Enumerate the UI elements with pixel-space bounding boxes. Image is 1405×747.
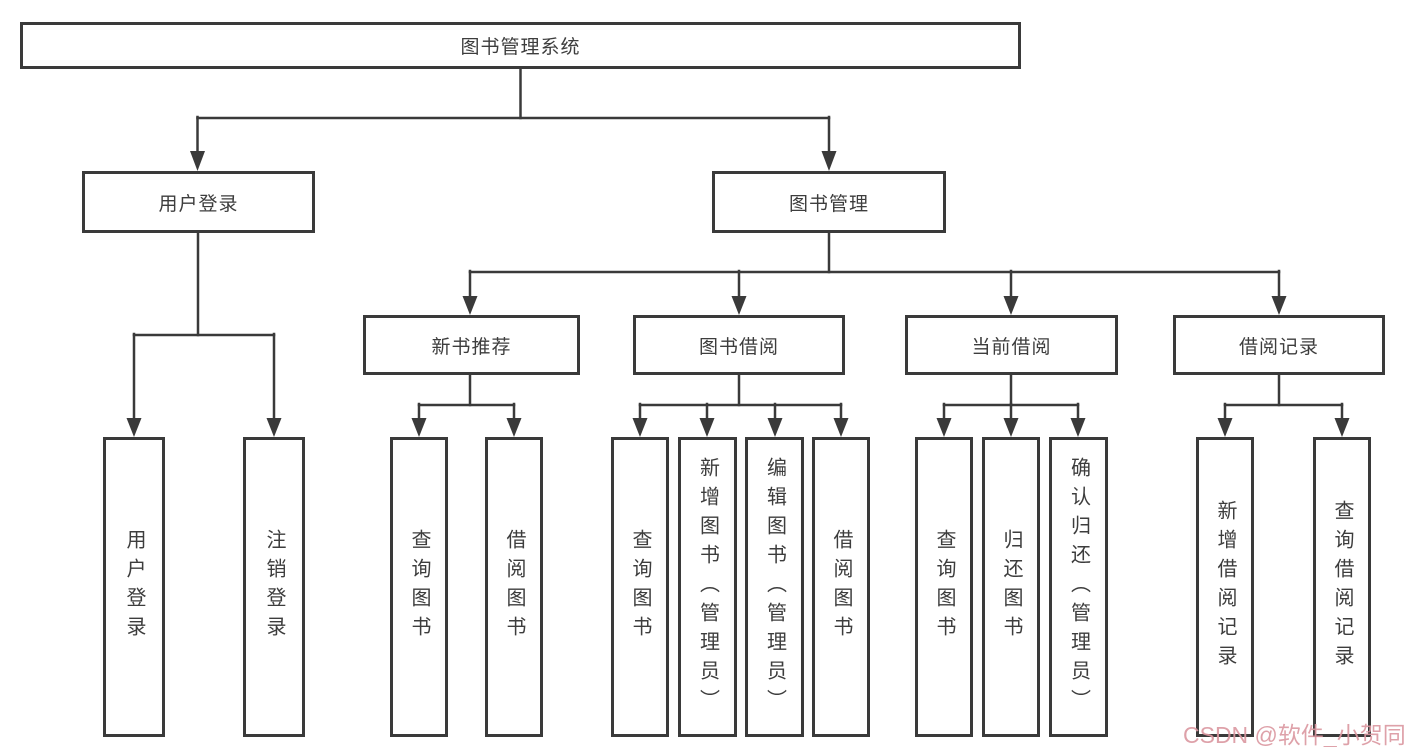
leaf-borrow-books-recommend: 借阅图书 (485, 437, 543, 737)
leaf-logout: 注销登录 (243, 437, 305, 737)
node-label: 查询借阅记录 (1331, 500, 1353, 674)
leaf-return-book: 归还图书 (982, 437, 1040, 737)
node-new-book-recommend: 新书推荐 (363, 315, 580, 375)
node-label: 借阅图书 (830, 529, 852, 645)
leaf-borrow-books-borrow: 借阅图书 (812, 437, 870, 737)
node-label: 新增借阅记录 (1214, 500, 1236, 674)
node-label: 用户登录 (123, 529, 145, 645)
node-book-borrow: 图书借阅 (633, 315, 845, 375)
node-label: 注销登录 (263, 529, 285, 645)
node-label: 借阅图书 (503, 529, 525, 645)
node-label: 查询图书 (408, 529, 430, 645)
node-label: 图书借阅 (698, 336, 779, 358)
node-user-login: 用户登录 (82, 171, 315, 233)
csdn-watermark: CSDN @软件_小贺同学 (1183, 722, 1405, 747)
node-label: 借阅记录 (1238, 336, 1319, 358)
node-label: 归还图书 (1000, 529, 1022, 645)
leaf-add-book-admin: 新增图书（管理员） (678, 437, 737, 737)
leaf-query-books-borrow: 查询图书 (611, 437, 669, 737)
node-label: 图书管理系统 (460, 37, 581, 58)
node-label: 查询图书 (933, 529, 955, 645)
node-borrow-records: 借阅记录 (1173, 315, 1385, 375)
leaf-query-books-recommend: 查询图书 (390, 437, 448, 737)
leaf-edit-book-admin: 编辑图书（管理员） (745, 437, 804, 737)
node-book-management: 图书管理 (712, 171, 946, 233)
leaf-user-login: 用户登录 (103, 437, 165, 737)
leaf-query-borrow-record: 查询借阅记录 (1313, 437, 1371, 737)
node-label: 当前借阅 (971, 336, 1052, 358)
node-label: 编辑图书（管理员） (763, 456, 786, 718)
node-label: 新书推荐 (431, 336, 512, 358)
leaf-confirm-return-admin: 确认归还（管理员） (1049, 437, 1108, 737)
node-label: 确认归还（管理员） (1067, 456, 1090, 718)
node-current-borrow: 当前借阅 (905, 315, 1118, 375)
leaf-query-books-current: 查询图书 (915, 437, 973, 737)
leaf-add-borrow-record: 新增借阅记录 (1196, 437, 1254, 737)
node-label: 查询图书 (629, 529, 651, 645)
node-label: 用户登录 (158, 193, 239, 215)
node-book-management-system: 图书管理系统 (20, 22, 1021, 69)
node-label: 新增图书（管理员） (696, 456, 719, 718)
node-label: 图书管理 (788, 193, 869, 215)
